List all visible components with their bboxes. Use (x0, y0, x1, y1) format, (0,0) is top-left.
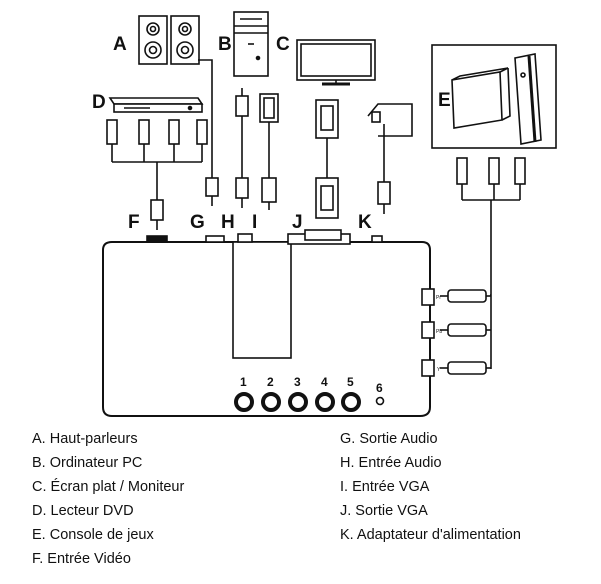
audio-in-cable (235, 88, 249, 208)
port-number-2: 2 (267, 375, 274, 389)
label-speakers: A (113, 34, 127, 55)
legend-item-g: G. Sortie Audio (340, 431, 438, 447)
legend-item-a: A. Haut-parleurs (32, 431, 138, 447)
label-console: E (438, 90, 451, 111)
vga-out-cable (315, 99, 339, 219)
monitor-icon (296, 39, 376, 86)
legend-item-f: F. Entrée Vidéo (32, 551, 131, 567)
dvd-video-cables (106, 119, 208, 230)
label-monitor: C (276, 34, 290, 55)
legend-left: A. Haut-parleurs B. Ordinateur PC C. Écr… (32, 427, 184, 571)
label-audio-out: G (190, 212, 205, 233)
audio-out-cable (198, 59, 219, 206)
label-video-in: F (128, 212, 140, 233)
legend-right: G. Sortie Audio H. Entrée Audio I. Entré… (340, 427, 521, 547)
port-number-6: 6 (376, 381, 383, 395)
port-number-3: 3 (294, 375, 301, 389)
legend-item-k: K. Adaptateur d'alimentation (340, 527, 521, 543)
port-number-1: 1 (240, 375, 247, 389)
port-number-5: 5 (347, 375, 354, 389)
label-vga-out: J (292, 212, 303, 233)
av-ports (234, 392, 385, 412)
label-audio-in: H (221, 212, 235, 233)
power-adapter-icon (367, 103, 413, 214)
legend-item-i: I. Entrée VGA (340, 479, 430, 495)
label-pc: B (218, 34, 232, 55)
console-component-cables (440, 157, 526, 375)
legend-item-d: D. Lecteur DVD (32, 503, 134, 519)
dvd-player-icon (108, 97, 204, 113)
legend-item-e: E. Console de jeux (32, 527, 154, 543)
legend-item-j: J. Sortie VGA (340, 503, 428, 519)
port-label-y: Y (437, 367, 441, 373)
port-number-4: 4 (321, 375, 328, 389)
port-label-pb: Pb (436, 329, 442, 335)
legend-item-c: C. Écran plat / Moniteur (32, 479, 185, 495)
switch-box (102, 229, 435, 417)
port-label-pr: Pr (436, 295, 441, 301)
label-power: K (358, 212, 372, 233)
game-console-icon (431, 44, 557, 149)
vga-in-cable (259, 93, 279, 210)
speakers-icon (138, 15, 200, 65)
label-vga-in: I (252, 212, 257, 233)
legend-item-b: B. Ordinateur PC (32, 455, 143, 471)
pc-tower-icon (233, 11, 269, 77)
label-dvd: D (92, 92, 106, 113)
legend-item-h: H. Entrée Audio (340, 455, 442, 471)
